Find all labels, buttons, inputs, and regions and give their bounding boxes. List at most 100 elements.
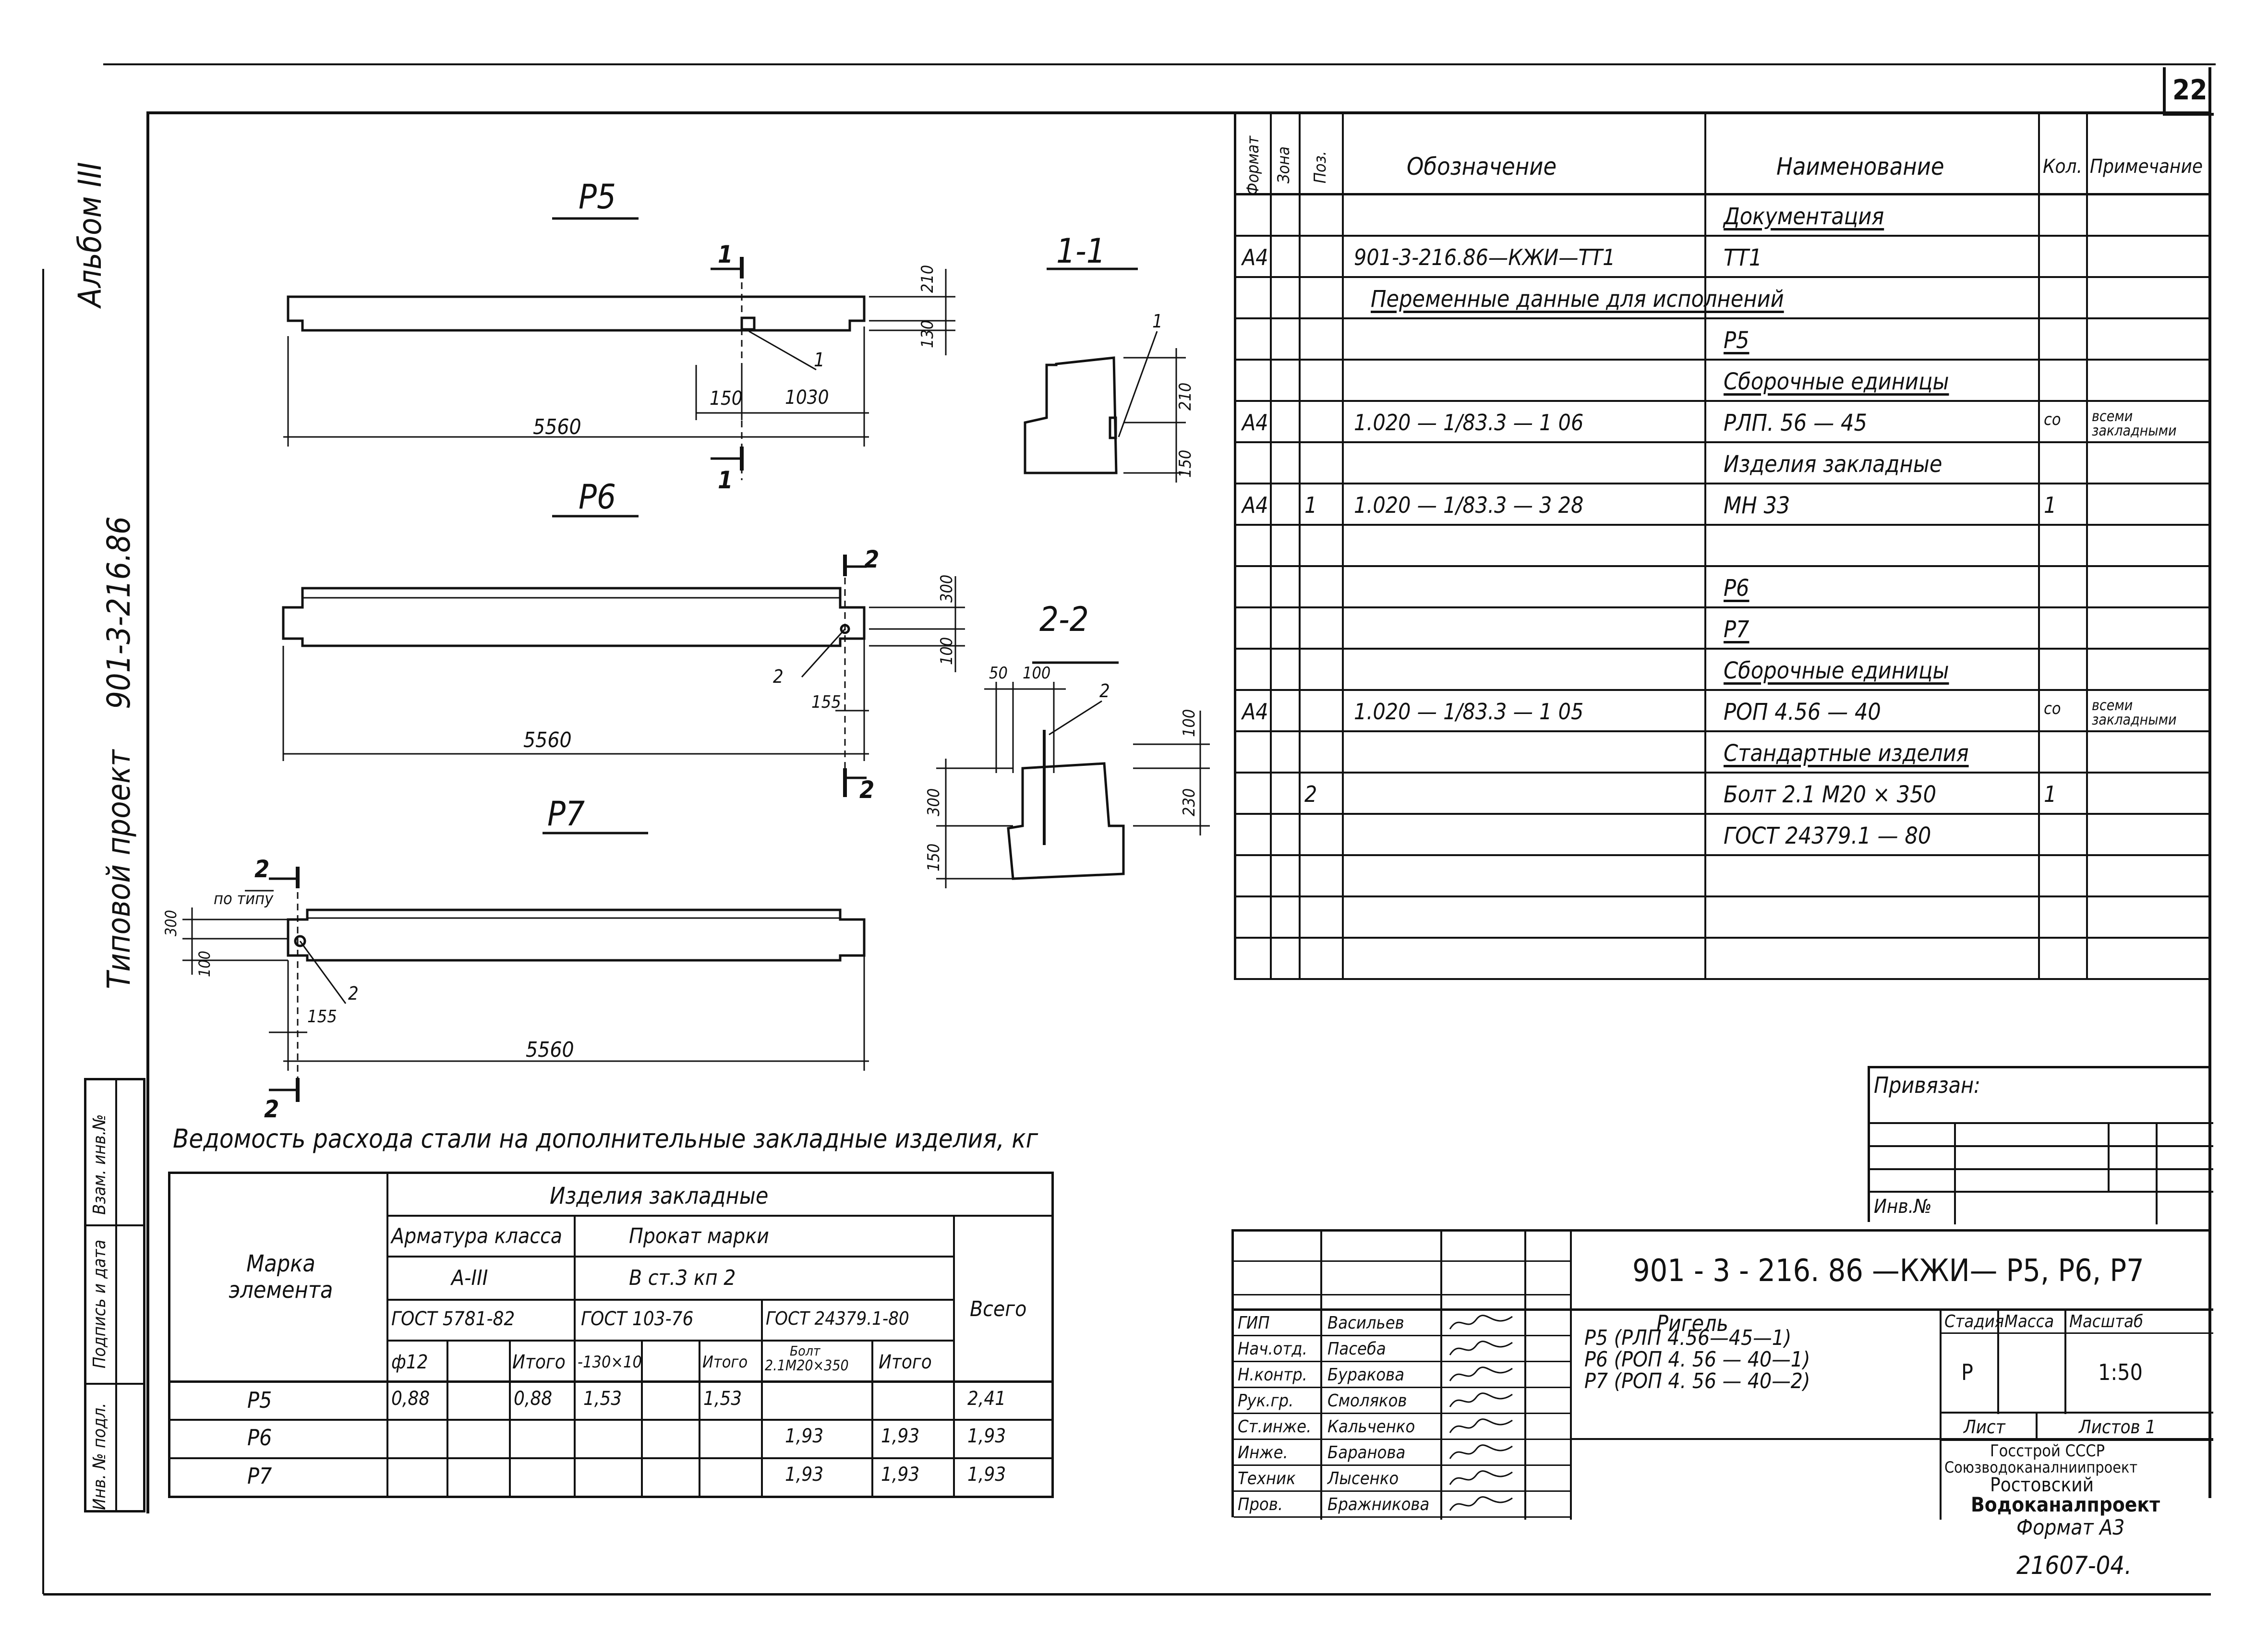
spec-cell-name: Р6: [1724, 575, 1749, 602]
tb-scale-h: Масштаб: [2069, 1312, 2143, 1331]
steel-h-rebar: Арматура класса: [391, 1224, 563, 1248]
steel-h-bolt-b: 2.1М20×350: [765, 1357, 849, 1374]
tb-role: ГИП: [1238, 1313, 1270, 1333]
spec-row: Переменные данные для исполнений: [1234, 278, 2211, 319]
steel-cell-it1: 0,88: [514, 1388, 553, 1410]
signature-icon: [1445, 1415, 1517, 1439]
steel-cell-mark: Р7: [247, 1463, 272, 1489]
signature-icon: [1445, 1389, 1517, 1413]
spec-row: Р6: [1234, 567, 2211, 608]
outer-left: [42, 269, 44, 1594]
p7-dim-300: 300: [162, 910, 180, 936]
tb-stage-h: Стадия: [1944, 1312, 2004, 1331]
p7-note: по типу: [214, 889, 274, 908]
tb-person-name: Бражникова: [1327, 1495, 1430, 1514]
s22-dim-300: 300: [924, 788, 943, 816]
frame-left: [146, 111, 149, 1513]
tb-org-2: Союзводоканалниипроект: [1944, 1458, 2138, 1476]
s11-dim-150: 150: [1176, 449, 1195, 478]
spec-cell-name: Документация: [1724, 203, 1884, 230]
p5-dim-210: 210: [918, 265, 937, 293]
spec-cell-fmt: А4: [1242, 699, 1268, 725]
spec-cell-qty: 1: [2044, 781, 2057, 807]
spec-h-qty: Кол.: [2043, 156, 2082, 178]
s22-dim-230: 230: [1180, 788, 1199, 816]
tb-org-3: Ростовский: [1990, 1474, 2094, 1496]
binding-label: Привязан:: [1874, 1072, 1980, 1098]
s22-dim-100b: 100: [1180, 709, 1199, 737]
spec-h-zone: Зона: [1274, 146, 1293, 183]
s11-dim-210: 210: [1176, 382, 1195, 411]
spec-cell-name: ГОСТ 24379.1 — 80: [1724, 822, 1931, 849]
p6-cut-label-bot: 2: [859, 776, 875, 804]
spec-cell-name: Сборочные единицы: [1724, 368, 1949, 395]
spec-cell-name: Р7: [1724, 616, 1749, 643]
spec-h-desig: Обозначение: [1407, 153, 1557, 181]
steel-cell-it3: 1,93: [881, 1464, 920, 1486]
signature-icon: [1445, 1466, 1517, 1490]
spec-cell-fmt: А4: [1242, 244, 1268, 270]
signature-icon: [1445, 1492, 1517, 1516]
tb-code: 901 - 3 - 216. 86 —КЖИ— Р5, Р6, Р7: [1632, 1253, 2144, 1289]
spec-cell-name: Сборочные единицы: [1724, 657, 1949, 684]
tb-mass-h: Масса: [2004, 1312, 2054, 1331]
steel-h-itogo3: Итого: [879, 1351, 932, 1373]
steel-cell-strip: 1,53: [583, 1388, 622, 1410]
s22-callout: 2: [1099, 680, 1110, 702]
spec-cell-name: Р5: [1724, 327, 1749, 354]
steel-cell-it2: 1,53: [703, 1388, 742, 1410]
steel-cell-mark: Р6: [247, 1425, 272, 1451]
stamp-inv-podl: Инв. № подл.: [90, 1403, 109, 1510]
spec-cell-name: Изделия закладные: [1724, 451, 1942, 478]
steel-h-class: А-III: [451, 1266, 488, 1290]
steel-cell-total: 2,41: [967, 1388, 1006, 1410]
spec-cell-pos: 2: [1304, 781, 1317, 807]
tb-item-p6: Р6 (РОП 4. 56 — 40—1): [1584, 1347, 1810, 1372]
steel-cell-it3: 1,93: [881, 1425, 920, 1447]
signature-icon: [1445, 1337, 1517, 1361]
tb-org-1: Госстрой СССР: [1990, 1441, 2105, 1461]
p6-dim-155: 155: [811, 692, 841, 712]
s22-dim-50: 50: [989, 664, 1008, 683]
tb-role: Инже.: [1238, 1443, 1288, 1463]
tb-role: Техник: [1238, 1469, 1296, 1488]
spec-row: Документация: [1234, 195, 2211, 237]
spec-cell-fmt: А4: [1242, 410, 1268, 435]
p5-dim-1030: 1030: [785, 387, 829, 409]
steel-h-strip: -130×10: [578, 1353, 642, 1372]
steel-h-gost2: ГОСТ 103-76: [581, 1308, 694, 1330]
stamp-sign-date: Подпись и дата: [90, 1239, 109, 1368]
p7-title: Р7: [547, 794, 585, 834]
tb-person-name: Васильев: [1327, 1313, 1404, 1333]
spec-h-note: Примечание: [2090, 156, 2203, 178]
tb-person-name: Лысенко: [1327, 1469, 1399, 1488]
p5-cut-label-bot: 1: [718, 466, 733, 494]
tb-item-p7: Р7 (РОП 4. 56 — 40—2): [1584, 1369, 1810, 1393]
signature-icon: [1445, 1363, 1517, 1387]
p5-dim-150: 150: [710, 387, 743, 410]
spec-cell-name: Стандартные изделия: [1724, 740, 1969, 767]
s22-title: 2-2: [1039, 600, 1089, 639]
steel-h-total: Всего: [970, 1297, 1027, 1321]
signature-icon: [1445, 1440, 1517, 1464]
frame-top: [146, 111, 2211, 114]
spec-cell-qty: со: [2044, 410, 2061, 429]
s11-title: 1-1: [1056, 231, 1106, 271]
album-label: Альбом III: [72, 162, 109, 307]
spec-row: ГОСТ 24379.1 — 80: [1234, 815, 2211, 856]
tb-person-name: Пасеба: [1327, 1339, 1386, 1359]
p5-cut-label-top: 1: [718, 241, 733, 268]
sheet-number-box: 22: [2163, 67, 2214, 116]
tb-item-p5: Р5 (РЛП 4.56—45—1): [1584, 1326, 1792, 1350]
project-code: 901-3-216.86: [100, 516, 137, 709]
steel-h-itogo1: Итого: [512, 1351, 566, 1373]
project-label: Типовой проект: [100, 750, 137, 989]
steel-h-mark: Марка элемента: [229, 1250, 333, 1304]
steel-h-gost3: ГОСТ 24379.1-80: [766, 1308, 909, 1329]
p6-dim-span: 5560: [523, 728, 572, 752]
